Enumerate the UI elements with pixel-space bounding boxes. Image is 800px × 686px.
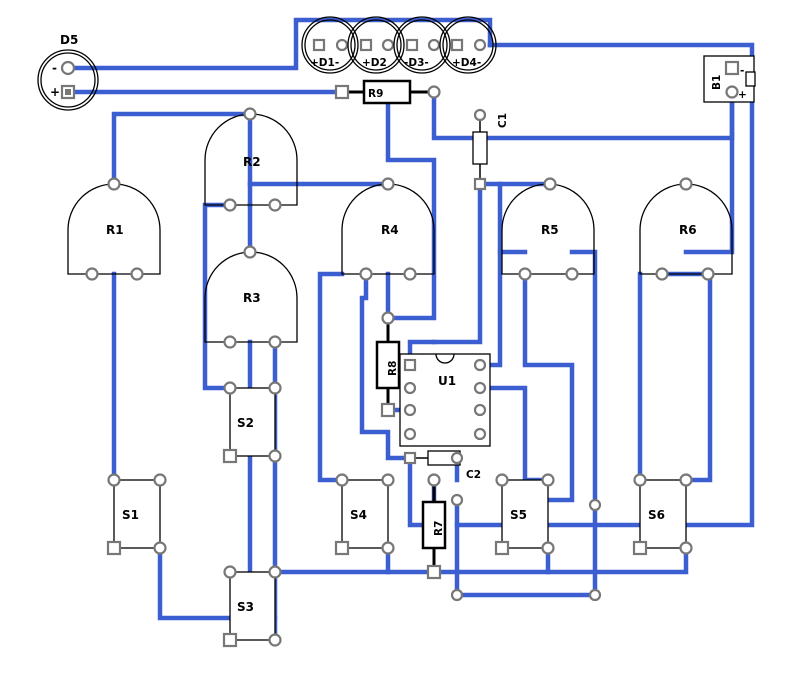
s2-label: S2 <box>237 416 254 430</box>
r3-label: R3 <box>243 291 261 305</box>
trace-r4-s4 <box>317 271 345 483</box>
trace-r2-left <box>202 202 233 391</box>
r2-label: R2 <box>243 155 261 169</box>
trace-r5-mid <box>569 249 598 508</box>
r4-label: R4 <box>381 223 399 237</box>
r9-label: R9 <box>368 88 383 100</box>
trace-r6-mid <box>657 271 713 483</box>
d2-label: +D2 <box>362 57 387 69</box>
ic-u1[interactable]: U1 <box>399 353 491 447</box>
led-d2[interactable]: +D2 <box>347 16 405 74</box>
resistor-r9[interactable]: R9 <box>334 79 441 105</box>
s5-label: S5 <box>510 508 527 522</box>
c1-label: C1 <box>497 113 509 128</box>
pot-r5[interactable]: R5 <box>501 177 595 281</box>
switch-s5[interactable]: S5 <box>494 473 555 556</box>
led-row: +D1- +D2 -D3- +D4- <box>301 16 497 74</box>
r5-label: R5 <box>541 223 559 237</box>
d3-label: -D3- <box>404 57 429 69</box>
misc-pads <box>450 493 602 602</box>
d5-pad-cathode <box>60 60 76 76</box>
switch-s1[interactable]: S1 <box>106 473 167 556</box>
trace-r1-top <box>111 111 253 208</box>
trace-lower-loop <box>454 497 598 598</box>
pot-r1[interactable]: R1 <box>67 177 161 281</box>
resistor-r7[interactable]: R7 <box>421 473 447 580</box>
s4-label: S4 <box>350 508 367 522</box>
switch-s6[interactable]: S6 <box>632 473 693 556</box>
pot-r2[interactable]: R2 <box>204 107 298 212</box>
trace-bottom-bus <box>431 545 689 575</box>
switch-s3[interactable]: S3 <box>222 565 282 648</box>
b1-plus-label: + <box>738 89 747 101</box>
trace-top-bus <box>454 42 755 528</box>
led-d1[interactable]: +D1- <box>301 16 359 74</box>
d5-label: D5 <box>60 33 78 47</box>
pot-r6[interactable]: R6 <box>639 177 733 281</box>
trace-c1-bus <box>431 181 483 345</box>
switch-s2[interactable]: S2 <box>222 381 282 464</box>
r1-label: R1 <box>106 223 124 237</box>
trace-r5-left <box>522 271 575 503</box>
d4-label: +D4- <box>452 57 481 69</box>
capacitor-c1[interactable]: C1 <box>472 108 509 191</box>
switch-s4[interactable]: S4 <box>334 473 395 556</box>
battery-b1[interactable]: B1 - + <box>703 55 756 103</box>
b1-minus-label: - <box>740 65 744 77</box>
d1-label: +D1- <box>310 57 339 69</box>
capacitor-c2[interactable]: C2 <box>403 450 481 481</box>
resistor-r8[interactable]: R8 <box>375 311 401 418</box>
s3-label: S3 <box>237 600 254 614</box>
d5-minus-label: - <box>52 61 57 75</box>
r8-label: R8 <box>387 361 399 376</box>
u1-label: U1 <box>438 374 456 388</box>
pot-r4[interactable]: R4 <box>341 177 435 281</box>
s6-label: S6 <box>648 508 665 522</box>
trace-r9-down <box>385 89 437 321</box>
trace-r4-left <box>359 271 413 461</box>
d5-plus-label: + <box>50 85 60 99</box>
pot-r3[interactable]: R3 <box>204 245 298 349</box>
led-d5[interactable]: D5 - + <box>37 33 99 111</box>
b1-label: B1 <box>711 75 723 90</box>
s1-label: S1 <box>122 508 139 522</box>
led-d4[interactable]: +D4- <box>439 16 497 74</box>
led-d3[interactable]: -D3- <box>393 16 451 74</box>
r6-label: R6 <box>679 223 697 237</box>
r7-label: R7 <box>433 521 445 536</box>
c2-label: C2 <box>466 469 481 481</box>
